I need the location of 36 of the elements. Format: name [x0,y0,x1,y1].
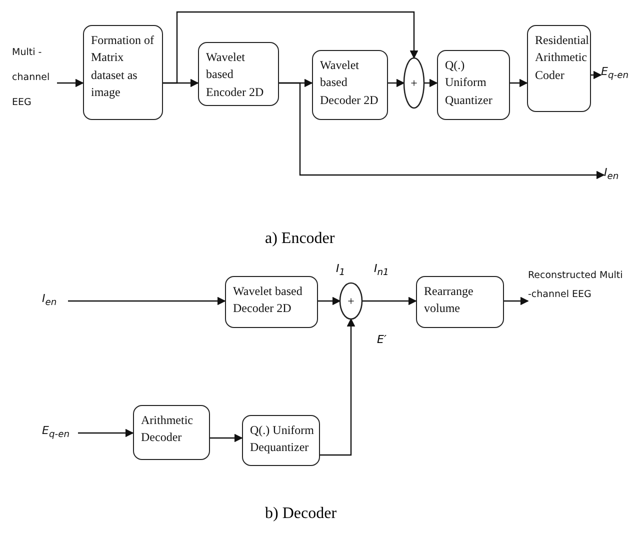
process-box: Wavelet based Encoder 2D [198,42,279,106]
arrow [388,78,405,88]
arrow [163,11,418,84]
arrow [279,82,605,180]
edge-label: I$_{n1}$ [374,262,389,278]
signal-label: Multi - channel EEG [12,40,57,118]
arrow [591,70,602,80]
edge-label: I$_{1}$ [336,262,346,278]
arrow [318,296,341,306]
edge-label: E′ [377,333,386,346]
arrow [320,318,356,456]
signal-symbol: E$_{q-en}$ [42,424,78,442]
signal-symbol: E$_{q-en}$ [601,65,633,85]
caption: b) Decoder [265,505,337,523]
process-box: Wavelet based Decoder 2D [312,50,388,120]
arrow [78,428,134,438]
arrow [57,78,84,88]
process-box: Wavelet based Decoder 2D [225,276,318,328]
process-box: Residential Arithmetic Coder [527,25,591,112]
arrow [504,296,529,306]
signal-symbol: I$_{en}$ [604,166,630,184]
arrow [362,296,417,306]
arrow [424,78,438,88]
arrow [510,78,528,88]
process-box: Rearrange volume [416,276,504,328]
adder-circle: + [340,283,362,319]
process-box: Q(.) Uniform Quantizer [437,50,510,120]
caption: a) Encoder [265,230,335,248]
signal-label: Reconstructed Multi -channel EEG [528,266,628,326]
process-box: Arithmetic Decoder [133,405,210,460]
process-box: Q(.) Uniform Dequantizer [242,415,320,466]
signal-symbol: I$_{en}$ [42,292,68,310]
arrow [68,296,226,306]
arrow [210,434,243,442]
adder-circle: + [404,58,424,108]
process-box: Formation of Matrix dataset as image [83,25,163,120]
